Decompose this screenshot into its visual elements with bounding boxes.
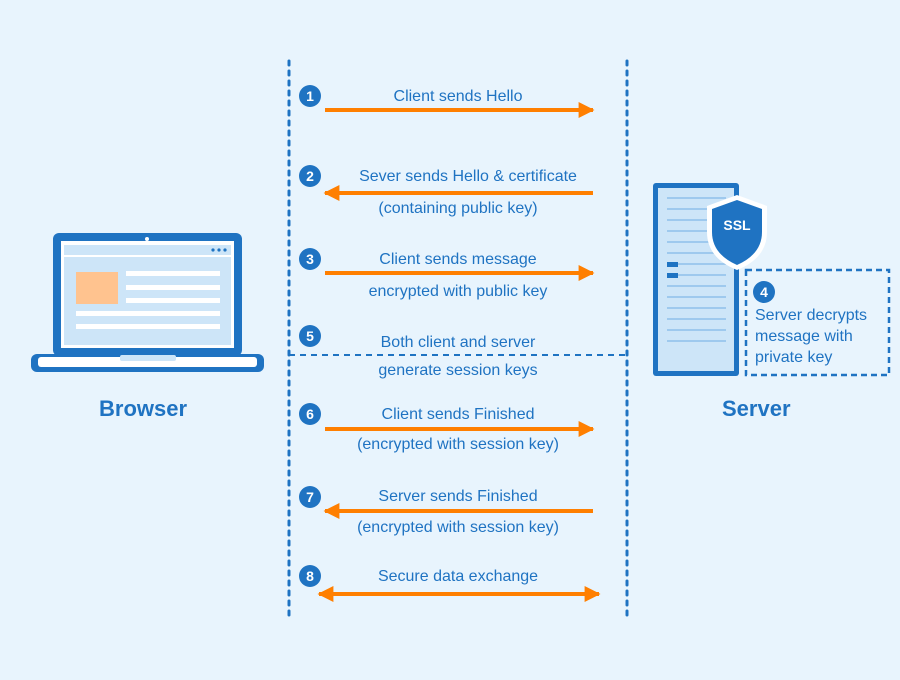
step-5-line-1: Both client and server [380, 334, 536, 351]
step-6-line-2: (encrypted with session key) [357, 436, 559, 453]
step-6-line-1: Client sends Finished [381, 406, 535, 423]
step-3-number: 3 [299, 248, 321, 270]
ssl-label: SSL [723, 217, 751, 233]
server-note-line-2: message with [755, 328, 853, 345]
server-note-line-3: private key [755, 349, 833, 366]
step-6-number: 6 [299, 403, 321, 425]
step-8-line-1: Secure data exchange [377, 568, 539, 585]
step-7-line-1: Server sends Finished [378, 488, 538, 505]
step-2-line-1: Sever sends Hello & certificate [359, 168, 577, 185]
ssl-shield-icon [707, 195, 767, 270]
step-5-line-2: generate session keys [378, 362, 538, 379]
browser-label: Browser [99, 396, 188, 421]
step-2-number: 2 [299, 165, 321, 187]
server-note-number: 4 [753, 281, 775, 303]
step-3-line-2: encrypted with public key [368, 283, 548, 300]
step-2-line-2: (containing public key) [378, 200, 538, 217]
step-5-number: 5 [299, 325, 321, 347]
step-1-line-1: Client sends Hello [393, 88, 523, 105]
server-label: Server [722, 396, 791, 421]
step-7-number: 7 [299, 486, 321, 508]
step-7-line-2: (encrypted with session key) [357, 519, 559, 536]
server-note-box [744, 268, 891, 377]
server-note-line-1: Server decrypts [755, 307, 868, 324]
step-3-line-1: Client sends message [379, 251, 537, 268]
step-8-number: 8 [299, 565, 321, 587]
laptop-icon [31, 233, 264, 372]
step-1-number: 1 [299, 85, 321, 107]
